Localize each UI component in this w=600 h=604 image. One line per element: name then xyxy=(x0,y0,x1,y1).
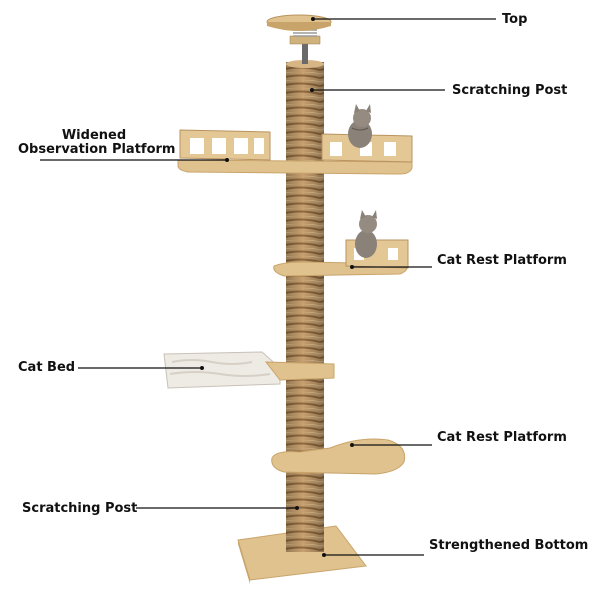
leader-lines xyxy=(40,18,496,556)
label-observation-platform-line1: Widened xyxy=(61,128,127,143)
cat-middle xyxy=(355,210,377,258)
label-strengthened-bottom: Strengthened Bottom xyxy=(429,538,589,553)
cat-top xyxy=(348,104,372,148)
label-observation-platform-line2: Observation Platform xyxy=(18,142,176,157)
label-rest-platform-upper: Cat Rest Platform xyxy=(437,253,567,268)
label-cat-bed: Cat Bed xyxy=(18,360,76,375)
label-scratching-post-upper: Scratching Post xyxy=(452,83,568,98)
label-scratching-post-lower: Scratching Post xyxy=(22,501,138,516)
scratching-post xyxy=(286,60,324,552)
base-plate xyxy=(237,525,367,584)
label-rest-platform-lower: Cat Rest Platform xyxy=(437,430,567,445)
top-cap xyxy=(266,14,332,64)
leader-dots xyxy=(200,17,354,557)
cat-bed xyxy=(163,351,335,389)
label-top: Top xyxy=(502,12,528,27)
lower-rest-platform xyxy=(271,438,406,475)
observation-platform xyxy=(177,129,413,175)
